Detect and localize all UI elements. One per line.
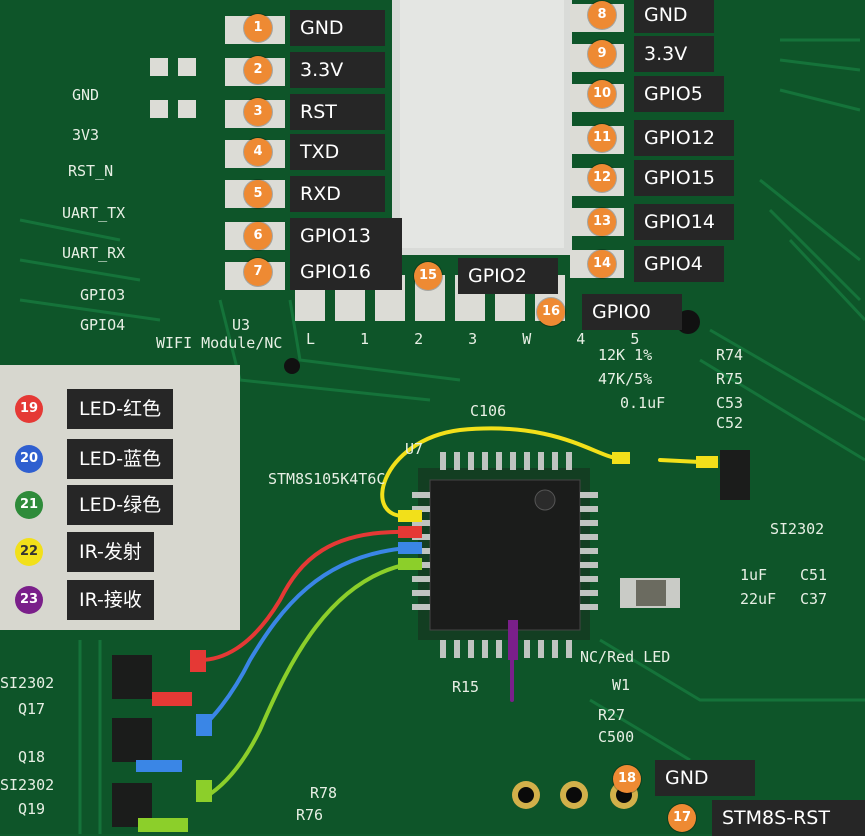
silk-rst-n: RST_N xyxy=(68,162,114,180)
pin-badge: 14 xyxy=(588,250,616,278)
pin-badge: 13 xyxy=(588,208,616,236)
pin-badge: 3 xyxy=(244,98,272,126)
silk-r75: R75 xyxy=(716,370,744,388)
chip-ic xyxy=(412,452,598,658)
pin-badge: 17 xyxy=(668,804,696,832)
legend-panel: 19 LED-红色 20 LED-蓝色 21 LED-绿色 22 IR-发射 2… xyxy=(0,365,240,630)
pin-badge: 18 xyxy=(613,765,641,793)
silk-res-47k: 47K/5% xyxy=(598,370,653,388)
pin-label: GPIO0 xyxy=(582,294,682,330)
silk-u3: U3 xyxy=(232,316,251,334)
silk-nc-red-led: NC/Red LED xyxy=(580,648,671,666)
silk-chip-label: STM8S105K4T6C xyxy=(268,470,386,488)
silk-q17: Q17 xyxy=(18,700,46,718)
legend-label: LED-蓝色 xyxy=(67,439,174,479)
silk-si-b: SI2302 xyxy=(0,674,55,692)
legend-dot: 22 xyxy=(15,538,43,566)
pin-label: TXD xyxy=(290,134,385,170)
pin-badge: 15 xyxy=(414,262,442,290)
legend-label: LED-红色 xyxy=(67,389,174,429)
legend-item: 21 LED-绿色 xyxy=(15,485,195,525)
pin-badge: 8 xyxy=(588,1,616,29)
silk-w1: W1 xyxy=(612,676,631,694)
jumper-wires xyxy=(198,426,702,802)
silk-cap-22uf: 22uF xyxy=(740,590,777,608)
legend-item: 19 LED-红色 xyxy=(15,389,195,429)
silk-r15: R15 xyxy=(452,678,480,696)
silk-c52: C52 xyxy=(716,414,744,432)
pin-label: GPIO4 xyxy=(634,246,724,282)
silk-c106: C106 xyxy=(470,402,507,420)
silk-r78: R78 xyxy=(310,784,338,802)
pin-badge: 6 xyxy=(244,222,272,250)
legend-item: 23 IR-接收 xyxy=(15,580,195,620)
legend-dot: 21 xyxy=(15,491,43,519)
silk-si-a: SI2302 xyxy=(770,520,825,538)
silk-c37: C37 xyxy=(800,590,828,608)
pin-label: GPIO2 xyxy=(458,258,558,294)
pin-label: GPIO16 xyxy=(290,254,402,290)
silk-3v3: 3V3 xyxy=(72,126,100,144)
silk-cap-1uf: 1uF xyxy=(740,566,768,584)
pin-label: GPIO12 xyxy=(634,120,734,156)
legend-label: IR-发射 xyxy=(67,532,154,572)
silk-bottom-pins: L 1 2 3 W 4 5 xyxy=(306,330,658,348)
silk-gnd: GND xyxy=(72,86,100,104)
pin-label: RST xyxy=(290,94,385,130)
legend-label: LED-绿色 xyxy=(67,485,174,525)
silk-gpio4: GPIO4 xyxy=(80,316,126,334)
pin-badge: 5 xyxy=(244,180,272,208)
legend-dot: 20 xyxy=(15,445,43,473)
silk-res-12k: 12K 1% xyxy=(598,346,653,364)
legend-dot: 23 xyxy=(15,586,43,614)
pin-label: GND xyxy=(655,760,755,796)
silk-q19: Q19 xyxy=(18,800,46,818)
silk-r76: R76 xyxy=(296,806,324,824)
pin-label: STM8S-RST xyxy=(712,800,865,836)
pin-badge: 10 xyxy=(588,80,616,108)
pin-badge: 16 xyxy=(537,298,565,326)
pin-label: GPIO15 xyxy=(634,160,734,196)
silk-uart-rx: UART_RX xyxy=(62,244,126,262)
silk-uart-tx: UART_TX xyxy=(62,204,126,222)
pin-label: GND xyxy=(290,10,385,46)
silk-wifi-module: WIFI Module/NC xyxy=(156,334,283,352)
pin-badge: 11 xyxy=(588,124,616,152)
legend-label: IR-接收 xyxy=(67,580,154,620)
pin-label: GPIO13 xyxy=(290,218,402,254)
silk-si-c: SI2302 xyxy=(0,776,55,794)
pin-badge: 2 xyxy=(244,56,272,84)
silk-u7: U7 xyxy=(405,440,424,458)
silk-gpio3: GPIO3 xyxy=(80,286,126,304)
silk-c51: C51 xyxy=(800,566,828,584)
pin-badge: 1 xyxy=(244,14,272,42)
pin-label: GND xyxy=(634,0,714,33)
silk-q18: Q18 xyxy=(18,748,46,766)
pin-label: GPIO14 xyxy=(634,204,734,240)
pin-label: RXD xyxy=(290,176,385,212)
pin-badge: 7 xyxy=(244,258,272,286)
pin-label: 3.3V xyxy=(634,36,714,72)
silk-cap-val: 0.1uF xyxy=(620,394,666,412)
pcb-traces xyxy=(19,38,865,834)
pin-badge: 9 xyxy=(588,40,616,68)
silk-r74: R74 xyxy=(716,346,744,364)
silk-r27: R27 xyxy=(598,706,626,724)
legend-item: 20 LED-蓝色 xyxy=(15,439,195,479)
silk-c500: C500 xyxy=(598,728,635,746)
silk-c53: C53 xyxy=(716,394,744,412)
legend-dot: 19 xyxy=(15,395,43,423)
legend-item: 22 IR-发射 xyxy=(15,532,195,572)
pin-badge: 4 xyxy=(244,138,272,166)
pin-badge: 12 xyxy=(588,164,616,192)
pin-label: GPIO5 xyxy=(634,76,724,112)
pin-label: 3.3V xyxy=(290,52,385,88)
